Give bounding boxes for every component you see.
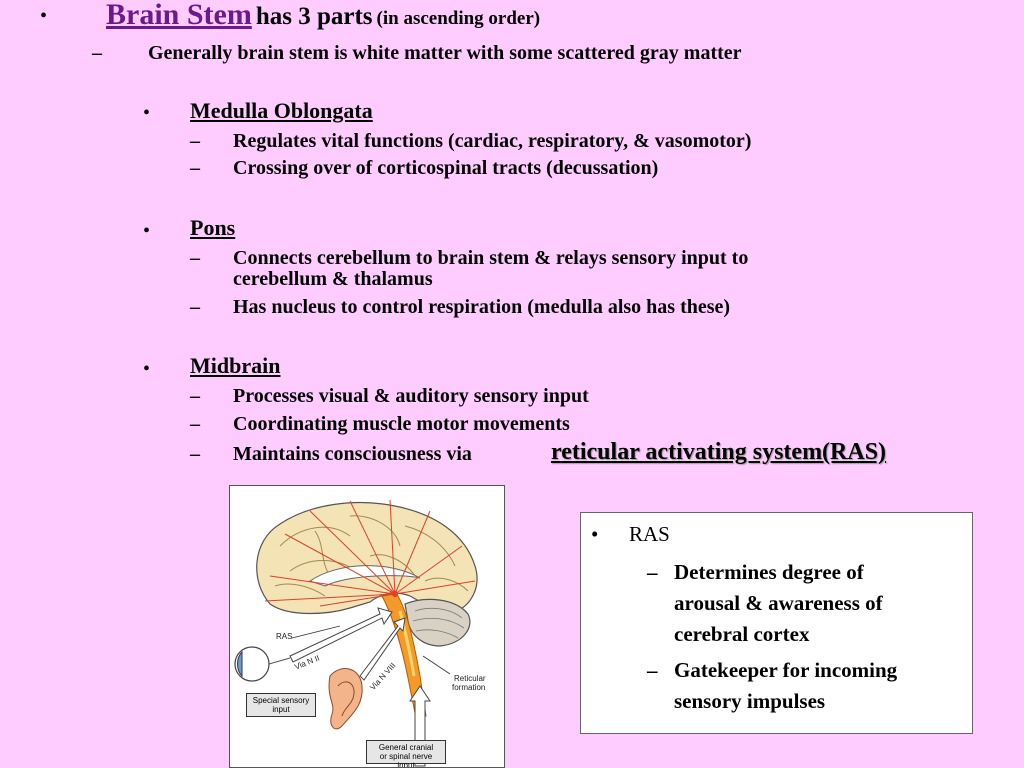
item-dash: – [190, 247, 200, 269]
ras-item1-line2: arousal & awareness of [674, 591, 883, 615]
ras-box-dash: – [647, 560, 658, 584]
medulla-item-1: Regulates vital functions (cardiac, resp… [233, 130, 752, 152]
item-dash: – [190, 385, 200, 407]
label-formation: formation [452, 683, 486, 692]
ras-item1-line1: Determines degree of [674, 560, 864, 584]
pons-item-2: Has nucleus to control respiration (medu… [233, 296, 731, 318]
title-note: (in ascending order) [376, 8, 541, 29]
ras-item2-line1: Gatekeeper for incoming [674, 658, 898, 682]
special-sensory-line1: Special sensory [252, 696, 310, 705]
item-dash: – [190, 157, 200, 179]
item-dash: – [190, 413, 200, 435]
subtitle-dash: – [92, 42, 102, 64]
section-bullet: • [143, 102, 151, 124]
section-bullet: • [143, 358, 151, 380]
title-term: Brain Stem [106, 0, 252, 31]
ras-box-heading: RAS [629, 522, 670, 546]
pons-item-1-cont: cerebellum & thalamus [233, 268, 433, 290]
ras-box-dash: – [647, 658, 658, 682]
section-bullet: • [143, 220, 151, 242]
item-dash: – [190, 443, 200, 465]
special-sensory-input-box: Special sensory input [246, 693, 316, 717]
heading-medulla: Medulla Oblongata [190, 98, 373, 123]
heading-midbrain: Midbrain [190, 353, 281, 378]
special-sensory-line2: input [272, 705, 290, 714]
title-rest: has 3 parts [255, 3, 373, 30]
midbrain-item-3: Maintains consciousness via [233, 443, 472, 465]
subtitle-text: Generally brain stem is white matter wit… [148, 42, 742, 64]
heading-pons: Pons [190, 215, 236, 240]
medulla-item-2: Crossing over of corticospinal tracts (d… [233, 157, 659, 179]
ras-emphasis: reticular activating system(RAS) [551, 439, 887, 465]
general-cranial-line2: or spinal nerve input [379, 752, 433, 768]
ras-box-bullet: • [591, 522, 599, 546]
brain-diagram: RAS Via N II Via N VIII Reticular format… [229, 485, 505, 768]
label-ras: RAS [276, 632, 293, 641]
title-bullet: • [40, 5, 48, 27]
ras-info-box: • RAS – Determines degree of arousal & a… [580, 512, 973, 734]
item-dash: – [190, 130, 200, 152]
pons-item-1: Connects cerebellum to brain stem & rela… [233, 247, 749, 269]
ras-item1-line3: cerebral cortex [674, 622, 810, 646]
general-cranial-line1: General cranial [378, 743, 434, 752]
general-cranial-input-box: General cranial or spinal nerve input [366, 740, 446, 767]
item-dash: – [190, 296, 200, 318]
brain-illustration [234, 499, 478, 767]
ras-item2-line2: sensory impulses [674, 689, 826, 713]
midbrain-item-2: Coordinating muscle motor movements [233, 413, 570, 435]
midbrain-item-1: Processes visual & auditory sensory inpu… [233, 385, 589, 407]
slide-title: Brain Stem has 3 parts (in ascending ord… [106, 0, 540, 32]
label-reticular: Reticular [454, 674, 486, 683]
